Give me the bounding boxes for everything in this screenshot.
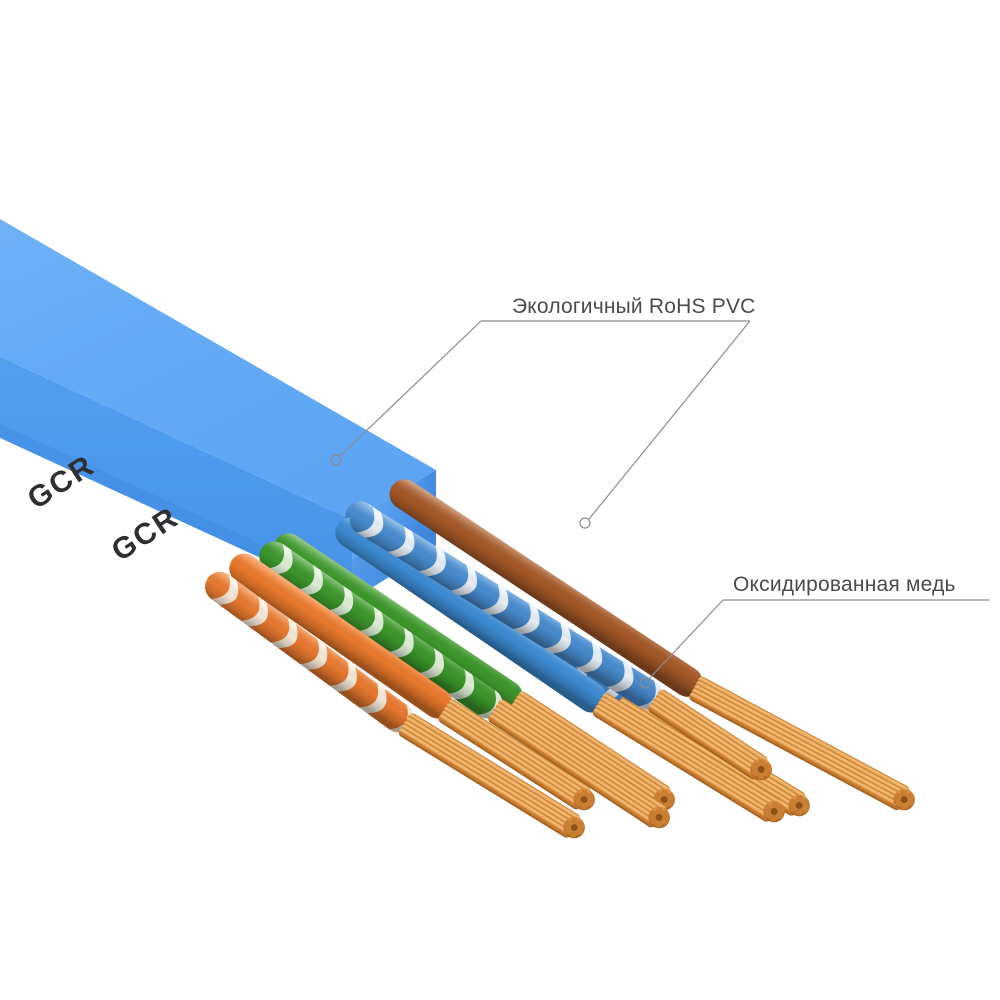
wire-orange bbox=[229, 553, 595, 811]
leader-line-copper-1 bbox=[647, 599, 724, 681]
brand-label-gcr-2: GCR bbox=[106, 501, 185, 568]
conductor-wires-front bbox=[199, 479, 915, 839]
wire-insulation-blue bbox=[335, 517, 607, 713]
wire-green bbox=[273, 533, 675, 811]
leader-marker-copper-1 bbox=[639, 677, 651, 689]
callout-copper: Оксидированная медь bbox=[639, 573, 990, 689]
leader-marker-jacket-2 bbox=[579, 517, 591, 529]
wire-insulation-white-blue bbox=[344, 499, 668, 715]
leader-line-jacket-1 bbox=[339, 320, 482, 457]
wire-white-blue bbox=[344, 499, 772, 781]
callout-jacket: Экологичный RoHS PVC bbox=[330, 295, 756, 529]
wire-white-green bbox=[253, 535, 670, 829]
copper-bundle-white-orange bbox=[398, 713, 585, 839]
copper-bundle-orange bbox=[438, 699, 595, 811]
callouts: Экологичный RoHS PVC Оксидированная медь bbox=[330, 295, 990, 689]
copper-bundle-brown bbox=[689, 676, 915, 811]
wire-insulation-brown bbox=[389, 479, 703, 697]
leader-line-jacket-2 bbox=[588, 320, 751, 520]
wire-insulation-green bbox=[273, 533, 523, 711]
wire-blue bbox=[335, 517, 785, 823]
callout-label-jacket: Экологичный RoHS PVC bbox=[512, 295, 756, 318]
wire-brown bbox=[389, 479, 915, 811]
conductor-wires bbox=[199, 479, 915, 839]
callout-label-copper: Оксидированная медь bbox=[733, 573, 956, 596]
jacket-top-face bbox=[0, 219, 436, 520]
copper-bundle-white-blue bbox=[648, 689, 772, 781]
wire-insulation-white-green bbox=[253, 535, 509, 725]
wire-white-orange bbox=[199, 565, 585, 839]
copper-bundle-white-green bbox=[488, 699, 670, 829]
leader-marker-jacket-1 bbox=[330, 454, 342, 466]
copper-bundle-blue bbox=[592, 693, 785, 823]
wire-insulation-orange bbox=[229, 553, 453, 719]
jacket-front-face bbox=[0, 356, 352, 600]
